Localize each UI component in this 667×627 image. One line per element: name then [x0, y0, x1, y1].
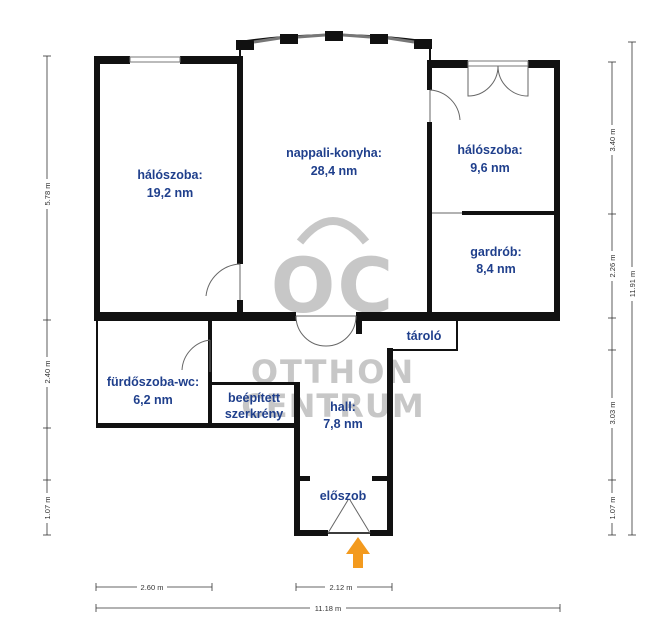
wall-divider-2-top — [427, 60, 432, 90]
dim-right-lower-mid: 3.03 m — [608, 402, 617, 425]
wall-top-mid-a — [236, 40, 254, 50]
wall-divider-1-low — [237, 300, 243, 318]
dimension-labels: 5.78 m 2.40 m 1.07 m 3.40 m 2.26 m 3.03 … — [41, 125, 638, 613]
wall-hall-left — [294, 382, 300, 534]
dim-right-upper-mid: 2.26 m — [608, 255, 617, 278]
dim-left-mid: 2.40 m — [43, 361, 52, 384]
wall-entry-top-a — [294, 476, 310, 481]
dim-right-total: 11.91 m — [628, 271, 637, 298]
wall-divider-2 — [427, 122, 432, 318]
builtin-closet-line-2: szerkrény — [225, 407, 283, 421]
wall-bottom-b — [370, 530, 393, 536]
entry-name: előszob — [320, 489, 367, 503]
dim-left-bottom: 1.07 m — [43, 497, 52, 520]
hall-name: hall: — [330, 400, 356, 414]
wall-mid-horizontal-a — [94, 312, 296, 321]
watermark-roof-icon — [296, 217, 370, 245]
room-labels: hálószoba: 19,2 nm nappali-konyha: 28,4 … — [107, 143, 523, 503]
dim-left-ticks — [43, 55, 51, 536]
window-bay-d — [387, 36, 415, 44]
dim-right-top: 3.40 m — [608, 129, 617, 152]
wall-right — [554, 60, 560, 318]
wall-bottom-a — [294, 530, 328, 536]
living-kitchen-name: nappali-konyha: — [286, 146, 382, 160]
arrow-up-icon — [346, 537, 370, 568]
wall-top-mid-d — [370, 34, 388, 44]
door-living — [295, 315, 357, 347]
wall-top-right-a — [428, 60, 468, 68]
wall-closet-top — [212, 382, 298, 385]
door-balcony-left — [467, 65, 499, 97]
door-bedroom-right — [429, 89, 461, 122]
windows — [129, 33, 529, 67]
dim-bottom-left: 2.60 m — [141, 583, 164, 592]
door-bathroom — [181, 339, 211, 372]
wall-bath-right — [208, 320, 212, 428]
bedroom-left-name: hálószoba: — [137, 168, 202, 182]
door-entry — [327, 499, 371, 534]
wall-top-mid-c — [325, 31, 343, 41]
dim-right-bottom: 1.07 m — [608, 497, 617, 520]
window-top-left — [129, 56, 181, 63]
entrance-arrow — [346, 537, 370, 568]
dim-left-top: 5.78 m — [43, 183, 52, 206]
bedroom-right-name: hálószoba: — [457, 143, 522, 157]
door-balcony-right — [497, 65, 529, 97]
doors — [181, 65, 529, 534]
wall-entry-top-b — [372, 476, 392, 481]
bathroom-area: 6,2 nm — [133, 393, 173, 407]
dim-right-inner-ticks — [608, 61, 616, 536]
bedroom-right-area: 9,6 nm — [470, 161, 510, 175]
window-bay-b — [297, 33, 326, 39]
wardrobe-name: gardrób: — [470, 245, 521, 259]
watermark: OC OTTHON CENTRUM — [241, 217, 424, 425]
wall-top-left-b — [180, 56, 242, 64]
wall-top-mid-b — [280, 34, 298, 44]
wall-stub — [356, 312, 362, 334]
builtin-closet-line-1: beépített — [228, 391, 281, 405]
wardrobe-area: 8,4 nm — [476, 262, 516, 276]
dim-bottom-mid: 2.12 m — [330, 583, 353, 592]
living-kitchen-area: 28,4 nm — [311, 164, 358, 178]
wall-top-right-b — [528, 60, 559, 68]
watermark-line-2: CENTRUM — [241, 387, 424, 425]
dim-bottom-total: 11.18 m — [315, 604, 342, 613]
wall-mid-horizontal-b — [356, 312, 560, 321]
wall-bath-bottom — [96, 423, 298, 428]
wall-left — [94, 56, 100, 318]
wall-top-mid-e — [414, 39, 432, 49]
bathroom-name: fürdőszoba-wc: — [107, 375, 199, 389]
wall-hall-right — [387, 348, 393, 534]
window-bay-a — [253, 36, 281, 44]
bedroom-left-area: 19,2 nm — [147, 186, 194, 200]
door-bedroom-left — [205, 263, 241, 300]
wall-divider-1 — [237, 56, 243, 264]
window-bay-c — [342, 33, 371, 39]
wall-gardrob-top — [462, 211, 557, 215]
hall-area: 7,8 nm — [323, 417, 363, 431]
wall-top-left-a — [94, 56, 130, 64]
storage-name: tároló — [407, 329, 442, 343]
window-top-right — [467, 60, 529, 67]
